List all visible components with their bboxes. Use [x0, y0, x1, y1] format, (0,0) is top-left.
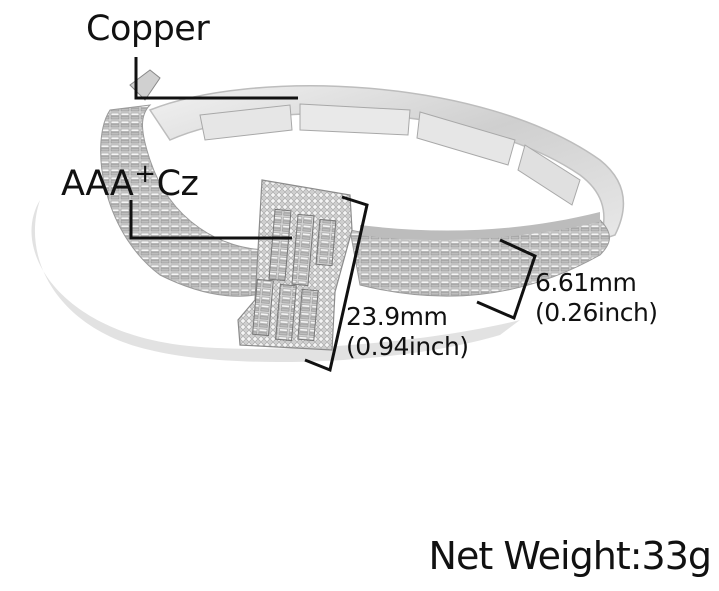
face-height-inch: (0.94inch): [346, 332, 469, 361]
net-weight-label: Net Weight:33g: [428, 534, 712, 578]
face-height-bracket: [304, 195, 369, 373]
cz-label-plus: +: [134, 159, 156, 189]
bracelet-back-band: [129, 69, 625, 242]
band-width-mm: 6.61mm: [535, 268, 637, 297]
bracelet-front-band: [100, 104, 610, 297]
cz-leader-line: [129, 200, 292, 240]
face-height-label: 23.9mm (0.94inch): [346, 302, 469, 362]
band-width-bracket: [476, 238, 537, 321]
cz-label: AAA+Cz: [61, 161, 199, 204]
copper-label: Copper: [86, 9, 210, 49]
band-width-inch: (0.26inch): [535, 298, 658, 327]
cz-label-main: AAA: [61, 164, 134, 204]
cz-label-suffix: Cz: [156, 164, 199, 204]
bracelet-center-plaque: [237, 179, 353, 351]
face-height-mm: 23.9mm: [346, 302, 448, 331]
band-width-label: 6.61mm (0.26inch): [535, 268, 658, 328]
copper-leader-line: [134, 57, 298, 100]
